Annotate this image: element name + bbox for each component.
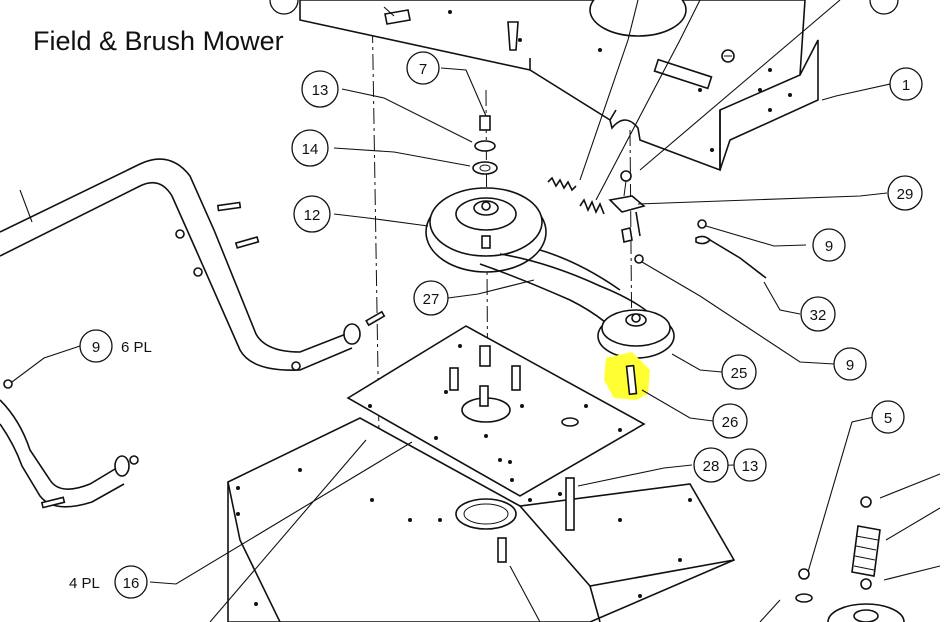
callout-label: 1 bbox=[902, 77, 910, 94]
callout-32: 32 bbox=[800, 296, 836, 332]
callout-14: 14 bbox=[291, 129, 329, 167]
callout-label: 25 bbox=[731, 365, 748, 382]
callout-label: 29 bbox=[897, 186, 914, 203]
callout-note: 6 PL bbox=[121, 339, 152, 356]
callout-1: 1 bbox=[889, 67, 923, 101]
callout-label: 9 bbox=[825, 238, 833, 255]
callout-label: 9 bbox=[846, 357, 854, 374]
callout-label: 28 bbox=[703, 458, 720, 475]
callout-label: 14 bbox=[302, 141, 319, 158]
callout-16: 16 4 PL bbox=[69, 565, 148, 599]
idler-springs bbox=[547, 170, 767, 279]
highlighted-key bbox=[604, 352, 650, 400]
callout-25: 25 bbox=[721, 354, 757, 390]
handle-bolts bbox=[3, 201, 301, 509]
callout-27: 27 bbox=[413, 280, 449, 316]
callout-label: 13 bbox=[742, 458, 759, 475]
callout-29: 29 bbox=[887, 175, 923, 211]
blade-spindle-parts bbox=[795, 496, 905, 622]
callout-28: 28 bbox=[693, 447, 729, 483]
callout-13-upper: 13 bbox=[301, 70, 339, 108]
callout-label: 7 bbox=[419, 61, 427, 78]
callout-9-handle: 9 6 PL bbox=[79, 329, 152, 363]
deck-plate bbox=[346, 325, 646, 497]
callout-5: 5 bbox=[871, 400, 905, 434]
callout-label: 27 bbox=[423, 291, 440, 308]
callout-7: 7 bbox=[406, 51, 440, 85]
callout-9-upper: 9 bbox=[812, 228, 846, 262]
callout-26: 26 bbox=[712, 403, 748, 439]
callout-12: 12 bbox=[293, 195, 331, 233]
engine-pulley bbox=[425, 115, 547, 273]
callout-label: 13 bbox=[312, 82, 329, 99]
callout-label: 5 bbox=[884, 410, 892, 427]
partial-callouts bbox=[269, 0, 899, 15]
blade-pulley bbox=[597, 309, 675, 359]
callout-label: 26 bbox=[722, 414, 739, 431]
callout-label: 16 bbox=[123, 575, 140, 592]
callout-9-lower: 9 bbox=[833, 347, 867, 381]
callout-13-lower: 13 bbox=[733, 448, 767, 482]
callout-label: 12 bbox=[304, 207, 321, 224]
callout-label: 9 bbox=[92, 339, 100, 356]
mower-deck bbox=[227, 417, 736, 622]
callout-note: 4 PL bbox=[69, 575, 100, 592]
callout-label: 32 bbox=[810, 307, 827, 324]
handle-bar bbox=[0, 158, 386, 509]
diagram-title: Field & Brush Mower bbox=[33, 26, 284, 56]
